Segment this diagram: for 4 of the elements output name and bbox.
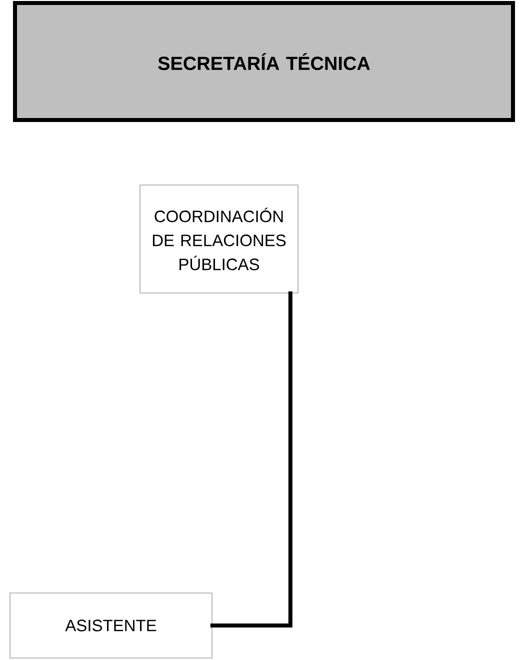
department-box: SECRETARÍA TÉCNICA — [13, 1, 515, 122]
connector-line — [210, 291, 292, 628]
unit-box: ASISTENTE — [10, 592, 212, 658]
unit-box: COORDINACIÓN DE RELACIONES PÚBLICAS — [140, 184, 298, 294]
